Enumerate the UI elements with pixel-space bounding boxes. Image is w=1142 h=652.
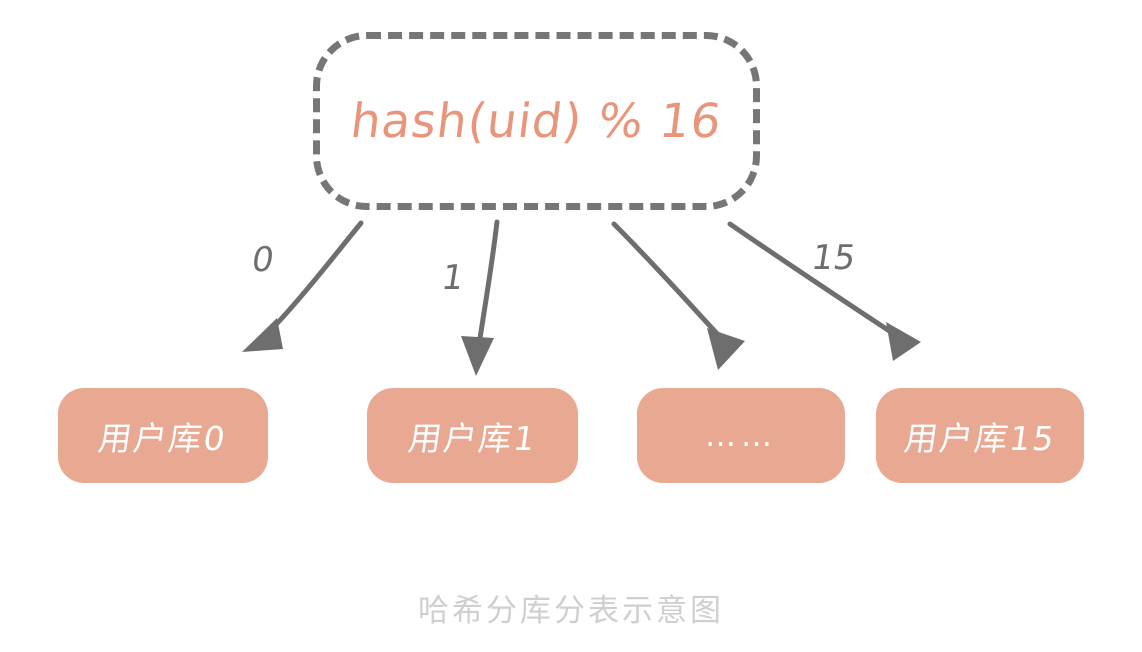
shard-label-1: 用户库1 [405,418,539,458]
shard-box-0: 用户库0 [58,388,268,483]
shard-box-ellipsis: …… [637,388,845,483]
diagram-caption: 哈希分库分表示意图 [418,593,724,629]
shard-label-ellipsis: …… [705,417,777,454]
shard-label-0: 用户库0 [95,418,230,458]
hash-function-node: hash(uid) % 16 [313,32,760,210]
arrow-label-0: 0 [248,240,277,280]
arrow-to-shard-1 [461,219,500,376]
arrow-label-15: 15 [808,238,859,278]
shard-label-15: 用户库15 [901,418,1058,458]
hash-function-label: hash(uid) % 16 [347,93,726,149]
arrow-to-shard-ellipsis [611,221,745,370]
shard-box-15: 用户库15 [876,388,1084,483]
arrow-label-1: 1 [438,258,467,298]
shard-box-1: 用户库1 [367,388,578,483]
